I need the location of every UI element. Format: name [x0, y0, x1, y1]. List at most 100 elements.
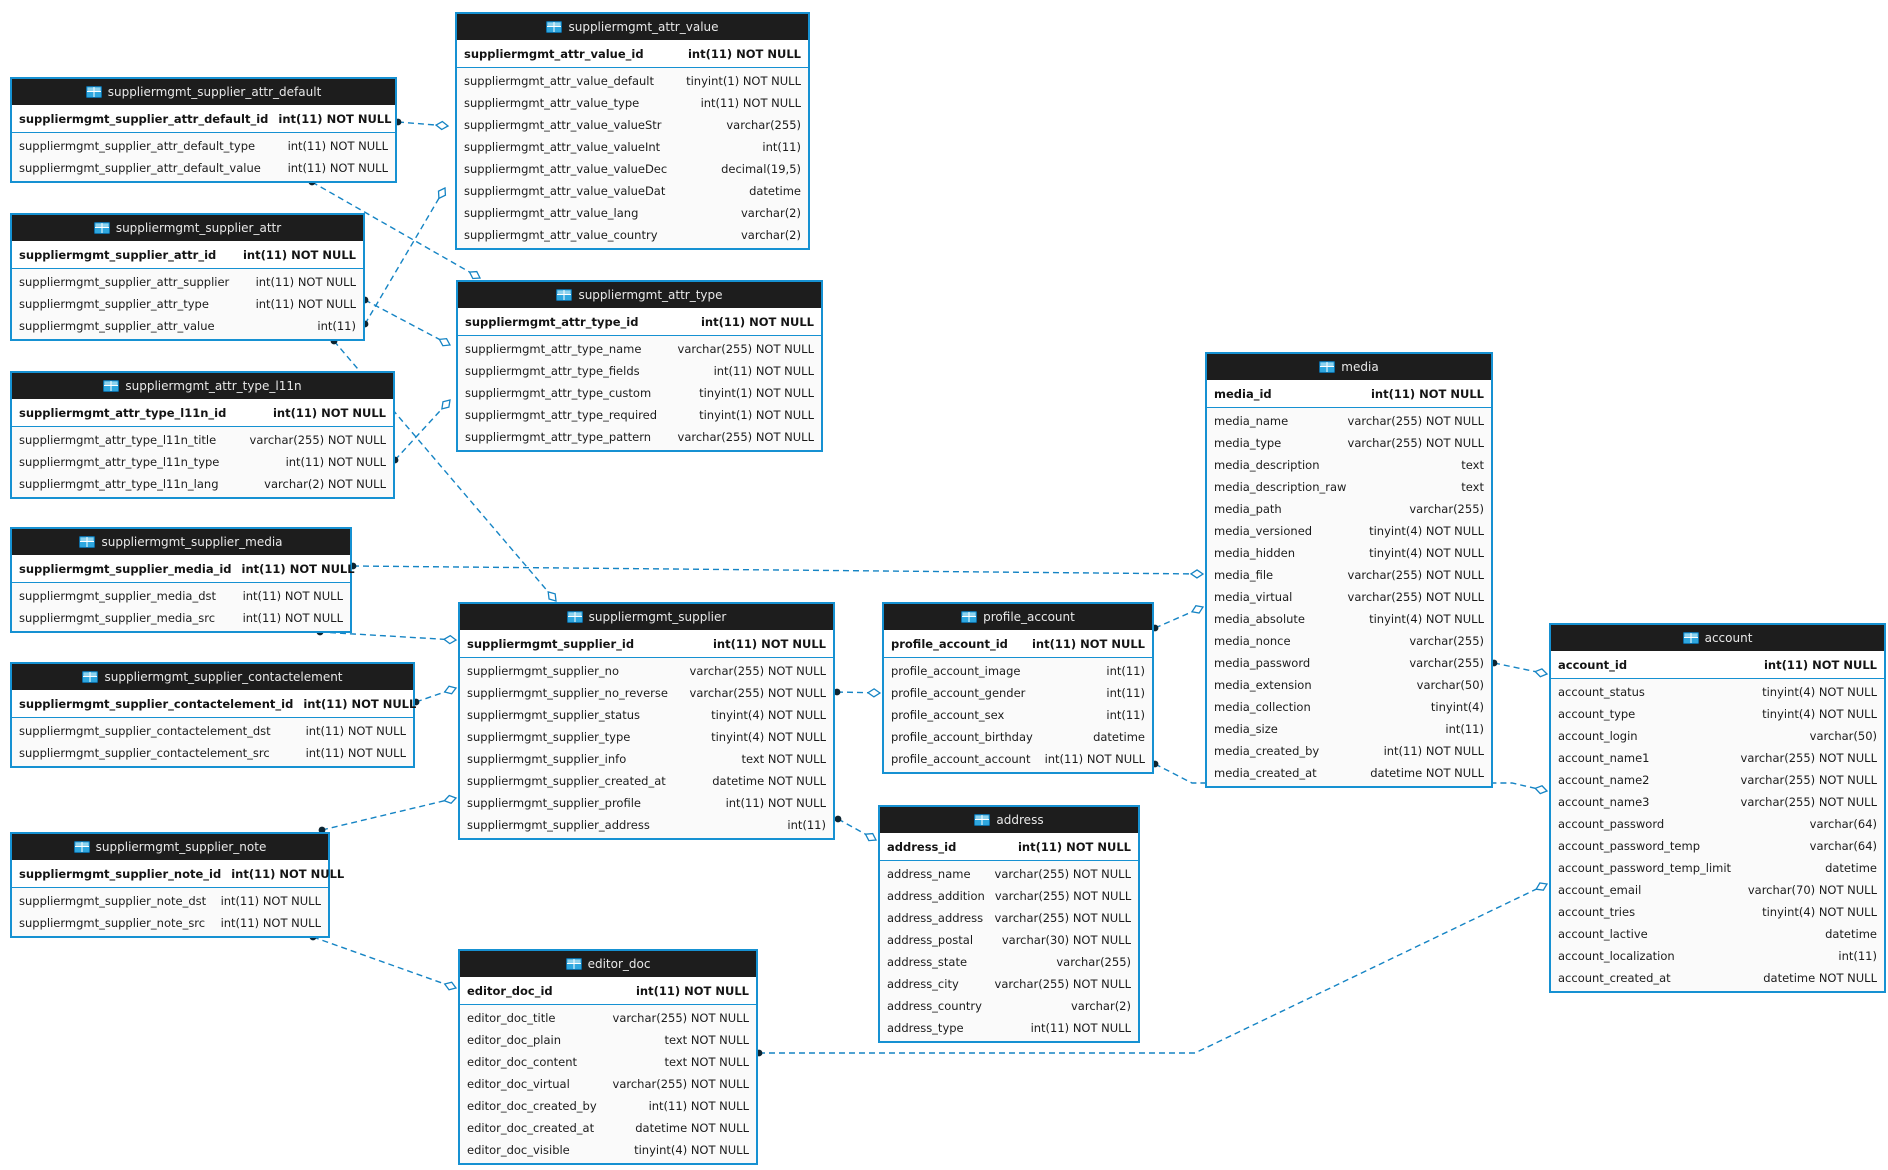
column-name: suppliermgmt_supplier_id: [467, 636, 635, 651]
primary-key-row: suppliermgmt_attr_value_id int(11) NOT N…: [457, 40, 808, 68]
table-suppliermgmt_supplier_attr[interactable]: suppliermgmt_supplier_attr suppliermgmt_…: [10, 213, 365, 341]
column-name: suppliermgmt_attr_value_type: [464, 96, 640, 110]
column-row: suppliermgmt_supplier_no_reverse varchar…: [460, 682, 833, 704]
column-row: address_state varchar(255): [880, 951, 1138, 973]
column-type: int(11) NOT NULL: [220, 894, 321, 908]
table-columns: suppliermgmt_supplier_media_dst int(11) …: [12, 583, 350, 631]
relationship-target-diamond: [866, 688, 882, 698]
column-type: int(11) NOT NULL: [725, 796, 826, 810]
column-row: media_nonce varchar(255): [1207, 630, 1491, 652]
table-suppliermgmt_supplier_media[interactable]: suppliermgmt_supplier_media suppliermgmt…: [10, 527, 355, 633]
column-type: text NOT NULL: [664, 1033, 749, 1047]
column-type: int(11): [1106, 664, 1145, 678]
column-name: media_size: [1214, 722, 1278, 736]
table-title: suppliermgmt_supplier: [588, 610, 727, 624]
column-row: account_localization int(11): [1551, 945, 1884, 967]
column-type: int(11) NOT NULL: [287, 139, 388, 153]
column-row: profile_account_birthday datetime: [884, 726, 1152, 748]
column-type: int(11) NOT NULL: [713, 364, 814, 378]
table-columns: suppliermgmt_supplier_attr_supplier int(…: [12, 269, 363, 339]
column-name: suppliermgmt_attr_type_l11n_title: [19, 433, 217, 447]
column-type: text: [1461, 480, 1484, 494]
table-media[interactable]: media media_id int(11) NOT NULL media_na…: [1205, 352, 1493, 788]
relationship-line-suppliermgmt_supplier_media-to-media: [352, 565, 1204, 575]
column-name: editor_doc_created_at: [467, 1121, 595, 1135]
table-header[interactable]: suppliermgmt_supplier_attr_default: [12, 79, 395, 105]
primary-key-row: suppliermgmt_supplier_note_id int(11) NO…: [12, 860, 344, 888]
column-row: editor_doc_created_by int(11) NOT NULL: [460, 1095, 756, 1117]
column-row: media_virtual varchar(255) NOT NULL: [1207, 586, 1491, 608]
column-row: suppliermgmt_attr_type_l11n_type int(11)…: [12, 451, 393, 473]
column-name: media_description_raw: [1214, 480, 1347, 494]
table-header[interactable]: profile_account: [884, 604, 1152, 630]
column-name: suppliermgmt_supplier_profile: [467, 796, 641, 810]
column-name: media_file: [1214, 568, 1274, 582]
column-name: media_created_by: [1214, 744, 1320, 758]
table-header[interactable]: suppliermgmt_attr_type: [458, 282, 821, 308]
primary-key-row: suppliermgmt_supplier_attr_default_id in…: [12, 105, 395, 133]
column-type: int(11) NOT NULL: [1031, 636, 1145, 651]
table-header[interactable]: suppliermgmt_attr_value: [457, 14, 808, 40]
table-suppliermgmt_supplier_note[interactable]: suppliermgmt_supplier_note suppliermgmt_…: [10, 832, 344, 938]
table-suppliermgmt_attr_value[interactable]: suppliermgmt_attr_value suppliermgmt_att…: [455, 12, 810, 250]
column-name: suppliermgmt_attr_type_fields: [465, 364, 640, 378]
table-columns: suppliermgmt_supplier_contactelement_dst…: [12, 718, 413, 766]
table-title: suppliermgmt_supplier_contactelement: [104, 670, 343, 684]
column-type: int(11) NOT NULL: [242, 611, 343, 625]
column-row: account_created_at datetime NOT NULL: [1551, 967, 1884, 989]
table-suppliermgmt_supplier[interactable]: suppliermgmt_supplier suppliermgmt_suppl…: [458, 602, 835, 840]
table-title: media: [1341, 360, 1379, 374]
table-icon: [565, 958, 582, 970]
column-row: suppliermgmt_attr_value_type int(11) NOT…: [457, 92, 808, 114]
column-name: suppliermgmt_supplier_info: [467, 752, 627, 766]
column-type: text NOT NULL: [741, 752, 826, 766]
relationship-target-diamond: [442, 634, 458, 645]
column-type: varchar(255) NOT NULL: [677, 430, 814, 444]
table-title: editor_doc: [587, 957, 651, 971]
table-header[interactable]: media: [1207, 354, 1491, 380]
column-name: suppliermgmt_supplier_contactelement_src: [19, 746, 270, 760]
table-suppliermgmt_supplier_contactelement[interactable]: suppliermgmt_supplier_contactelement sup…: [10, 662, 416, 768]
column-name: media_hidden: [1214, 546, 1296, 560]
column-row: suppliermgmt_attr_value_default tinyint(…: [457, 70, 808, 92]
table-header[interactable]: suppliermgmt_attr_type_l11n: [12, 373, 393, 399]
column-name: media_created_at: [1214, 766, 1317, 780]
column-name: suppliermgmt_supplier_media_id: [19, 561, 232, 576]
relationship-target-diamond: [443, 794, 458, 805]
table-header[interactable]: suppliermgmt_supplier_note: [12, 834, 328, 860]
column-name: account_password: [1558, 817, 1665, 831]
table-icon: [556, 289, 573, 301]
column-name: account_type: [1558, 707, 1636, 721]
column-row: suppliermgmt_attr_type_l11n_lang varchar…: [12, 473, 393, 495]
primary-key-row: suppliermgmt_supplier_id int(11) NOT NUL…: [460, 630, 833, 658]
table-header[interactable]: suppliermgmt_supplier_attr: [12, 215, 363, 241]
column-row: media_created_by int(11) NOT NULL: [1207, 740, 1491, 762]
table-profile_account[interactable]: profile_account profile_account_id int(1…: [882, 602, 1154, 774]
table-header[interactable]: editor_doc: [460, 951, 756, 977]
table-suppliermgmt_supplier_attr_default[interactable]: suppliermgmt_supplier_attr_default suppl…: [10, 77, 397, 183]
column-row: profile_account_sex int(11): [884, 704, 1152, 726]
table-address[interactable]: address address_id int(11) NOT NULL addr…: [878, 805, 1140, 1043]
table-account[interactable]: account account_id int(11) NOT NULL acco…: [1549, 623, 1886, 993]
primary-key-row: media_id int(11) NOT NULL: [1207, 380, 1491, 408]
table-header[interactable]: account: [1551, 625, 1884, 651]
column-name: editor_doc_visible: [467, 1143, 570, 1157]
table-header[interactable]: suppliermgmt_supplier_contactelement: [12, 664, 413, 690]
table-suppliermgmt_attr_type[interactable]: suppliermgmt_attr_type suppliermgmt_attr…: [456, 280, 823, 452]
column-row: suppliermgmt_attr_value_valueDat datetim…: [457, 180, 808, 202]
table-header[interactable]: suppliermgmt_supplier_media: [12, 529, 350, 555]
column-type: varchar(50): [1809, 729, 1877, 743]
table-editor_doc[interactable]: editor_doc editor_doc_id int(11) NOT NUL…: [458, 949, 758, 1165]
table-header[interactable]: address: [880, 807, 1138, 833]
column-row: suppliermgmt_attr_type_name varchar(255)…: [458, 338, 821, 360]
column-name: address_state: [887, 955, 968, 969]
column-name: account_name1: [1558, 751, 1650, 765]
column-row: media_file varchar(255) NOT NULL: [1207, 564, 1491, 586]
column-type: int(11) NOT NULL: [1030, 1021, 1131, 1035]
table-header[interactable]: suppliermgmt_supplier: [460, 604, 833, 630]
table-suppliermgmt_attr_type_l11n[interactable]: suppliermgmt_attr_type_l11n suppliermgmt…: [10, 371, 395, 499]
column-name: media_path: [1214, 502, 1282, 516]
column-name: suppliermgmt_attr_value_default: [464, 74, 655, 88]
